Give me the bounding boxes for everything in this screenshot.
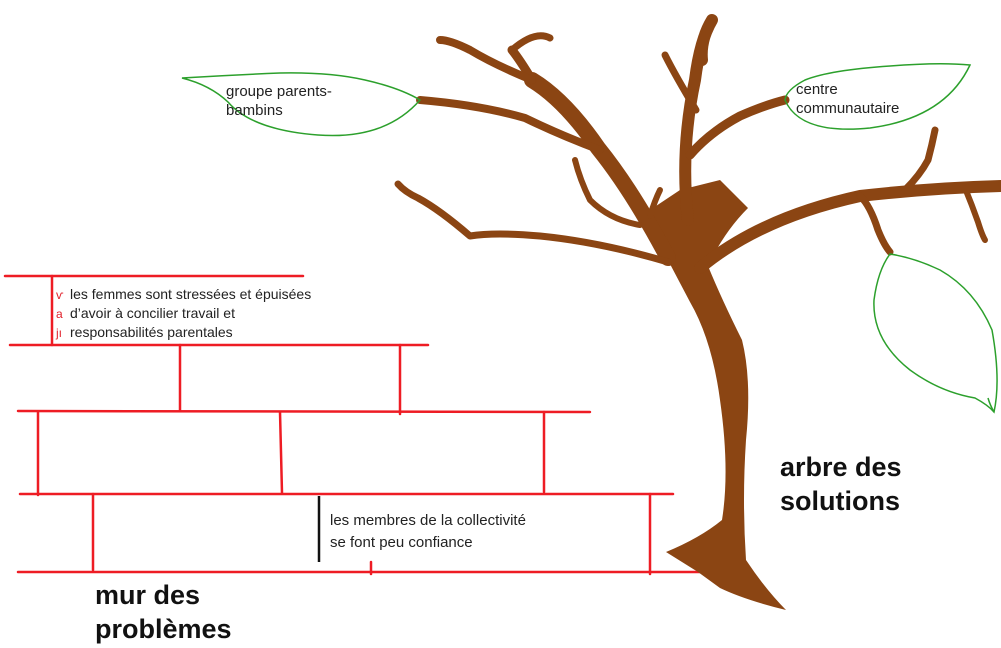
leaf-right-line1: centre [796,81,838,98]
wall-item-top-line3: responsabilités parentales [70,324,233,340]
branch-center [679,14,718,226]
tree-label: arbre des solutions [780,450,902,518]
tree-trunk [650,180,786,610]
wall-line [278,410,284,495]
branch-right-down [856,192,894,256]
leaf-right-text: centre communautaire [796,81,899,119]
branch-to-right-leaf [685,95,790,160]
branch-small [572,157,643,228]
leaves [181,62,998,414]
branch-right-tip [962,185,988,243]
wall-item-top-line2: d’avoir à concilier travail et [70,305,235,321]
brick-wall [3,274,724,576]
leaf-left-line2: bambins [226,101,283,119]
branch-left-twig [508,32,554,54]
red-marks: ѵ a jı [56,286,64,343]
branch-right [694,180,1001,274]
branch-right-up [901,126,939,194]
wall-label: mur des problèmes [95,578,232,646]
tree-branches [394,14,1001,274]
leaf-left-line1: groupe parents- [226,83,332,100]
wall-item-bottom-line2: se font peu confiance [330,534,473,551]
wall-line [16,409,592,414]
leaf-right [784,62,972,130]
red-mark: ѵ [56,288,64,302]
branch-center-left [661,51,700,114]
leaf-tip [987,397,995,413]
tree-label-line1: arbre des [780,452,902,482]
wall-label-line2: problèmes [95,614,232,644]
wall-label-line1: mur des [95,580,201,610]
leaf-left-text: groupe parents- bambins [226,83,332,121]
branch-left [524,72,676,266]
branch-low-left [394,180,672,266]
wall-item-top-line1: les femmes sont stressées et épuisées [70,286,312,302]
branch-to-left-leaf [416,96,604,154]
branch-stub [647,187,663,219]
wall-item-top: les femmes sont stressées et épuisées d’… [70,285,311,342]
tree [394,14,1001,610]
wall-item-bottom: les membres de la collectivité se font p… [330,510,526,554]
red-mark: jı [56,326,62,340]
leaf-lower-right [873,253,998,414]
wall-item-bottom-line1: les membres de la collectivité [330,512,526,529]
branch-left-fork [436,36,536,84]
red-mark: a [56,307,63,321]
leaf-left [181,72,422,137]
leaf-right-line2: communautaire [796,99,900,117]
tree-label-line2: solutions [780,486,900,516]
